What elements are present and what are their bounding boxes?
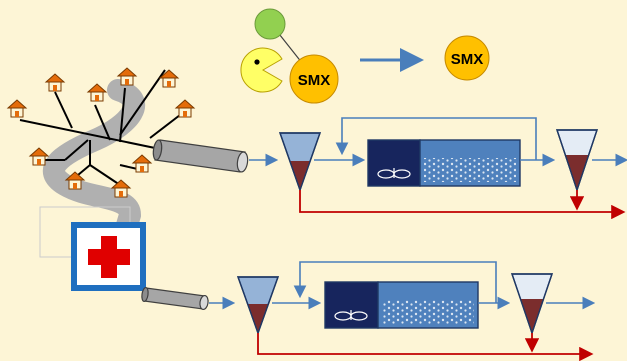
waste-sludge-line xyxy=(299,190,626,220)
house-icon xyxy=(110,179,132,198)
primary-clarifier xyxy=(237,276,279,336)
house-icon xyxy=(44,73,66,92)
municipal-treatment-train xyxy=(152,117,627,220)
house-icon xyxy=(64,171,86,190)
return-sludge-loop xyxy=(293,261,497,303)
sewer-pipe-icon xyxy=(141,286,209,311)
bioreactor-tank xyxy=(324,281,479,329)
smx-free-label: SMX xyxy=(451,51,484,68)
mixer-propeller-icon xyxy=(377,168,411,179)
smx-bound-molecule xyxy=(289,54,339,104)
house-icon xyxy=(158,69,180,88)
city-sewer-network xyxy=(6,67,196,258)
pacman-bacterium-icon xyxy=(240,47,283,93)
house-icon xyxy=(6,99,28,118)
houses xyxy=(6,67,196,198)
house-icon xyxy=(174,99,196,118)
smx-bound-label: SMX xyxy=(298,72,331,89)
primary-clarifier xyxy=(279,132,321,193)
gray-pipe-background xyxy=(43,79,145,243)
hospital-treatment-train xyxy=(141,261,596,361)
bacterium-eye-icon xyxy=(254,59,260,65)
secondary-clarifier xyxy=(511,273,553,336)
house-icon xyxy=(131,154,153,173)
waste-sludge-line xyxy=(257,333,594,361)
hospital-cross-icon xyxy=(71,222,146,291)
green-molecule-icon xyxy=(254,8,286,40)
house-icon xyxy=(116,67,138,86)
secondary-clarifier xyxy=(556,129,598,193)
house-icon xyxy=(28,147,50,166)
sewer-pipe-icon xyxy=(152,139,249,173)
legend: SMX SMX xyxy=(240,8,490,104)
mixer-propeller-icon xyxy=(334,310,368,321)
smx-free-molecule xyxy=(444,35,490,81)
bioreactor-tank xyxy=(367,139,521,187)
sewer-branches xyxy=(19,69,181,186)
house-icon xyxy=(86,83,108,102)
return-sludge-loop xyxy=(335,117,537,160)
